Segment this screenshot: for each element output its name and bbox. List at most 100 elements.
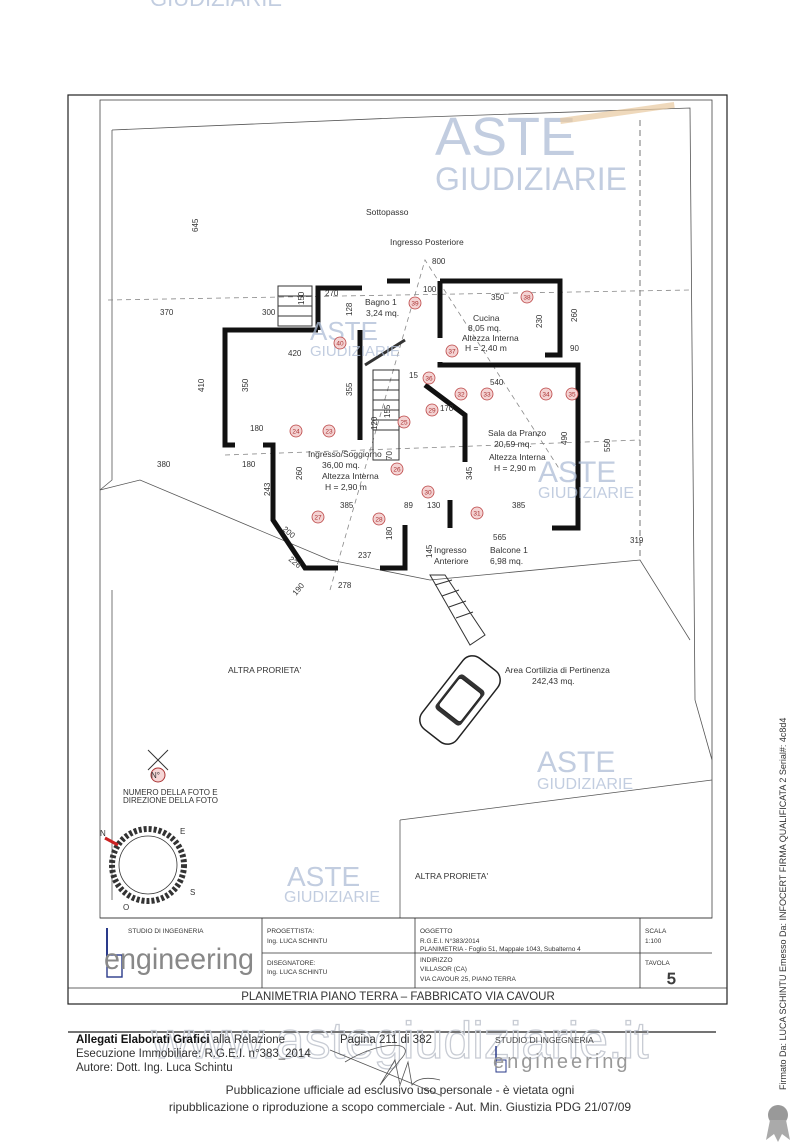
svg-text:Altezza Interna: Altezza Interna [462, 333, 519, 343]
svg-text:15: 15 [409, 371, 418, 380]
label-altra-proprieta-1: ALTRA PRORIETA' [228, 665, 301, 675]
photo-marker [480, 387, 494, 401]
svg-text:380: 380 [157, 460, 171, 469]
photo-marker [397, 415, 411, 429]
photo-legend: N° NUMERO DELLA FOTO E DIREZIONE DELLA F… [123, 749, 218, 805]
svg-text:226: 226 [287, 555, 303, 571]
label-sala-pranzo: Sala da Pranzo [488, 428, 546, 438]
svg-text:E: E [180, 827, 185, 836]
title-block-text: STUDIO DI INGEGNERIA engineering PROGETT… [104, 928, 676, 1003]
svg-text:5: 5 [667, 971, 676, 988]
svg-text:645: 645 [191, 218, 200, 232]
photo-marker-number: 29 [428, 408, 436, 415]
svg-text:260: 260 [570, 308, 579, 322]
title-block [68, 917, 727, 989]
svg-text:ASTE: ASTE [537, 746, 615, 779]
svg-text:O: O [123, 903, 129, 912]
svg-text:350: 350 [241, 378, 250, 392]
svg-text:1:100: 1:100 [645, 938, 662, 945]
svg-text:385: 385 [512, 501, 526, 510]
walls [222, 278, 581, 571]
photo-marker [372, 512, 386, 526]
photo-marker-number: 28 [375, 517, 383, 524]
compass-icon: N E S O [100, 826, 195, 912]
drawing-caption: PLANIMETRIA PIANO TERRA – FABBRICATO VIA… [241, 991, 555, 1003]
svg-text:130: 130 [427, 501, 441, 510]
watermark-small-3: ASTE GIUDIZIARIE [537, 746, 633, 793]
engineering-logo: engineering [104, 928, 254, 978]
svg-text:GIUDIZIARIE: GIUDIZIARIE [435, 161, 627, 197]
svg-text:H = 2,40 m: H = 2,40 m [465, 343, 507, 353]
photo-marker-number: 31 [473, 511, 481, 518]
svg-text:8,05 mq.: 8,05 mq. [468, 323, 501, 333]
svg-text:420: 420 [288, 349, 302, 358]
svg-text:36,00 mq.: 36,00 mq. [322, 460, 360, 470]
svg-text:GIUDIZIARIE: GIUDIZIARIE [537, 776, 633, 793]
svg-text:STUDIO DI INGEGNERIA: STUDIO DI INGEGNERIA [128, 928, 204, 935]
photo-marker [390, 462, 404, 476]
publication-notice-1: Pubblicazione ufficiale ad esclusivo uso… [225, 1083, 575, 1097]
svg-text:319: 319 [630, 536, 644, 545]
svg-text:355: 355 [345, 382, 354, 396]
label-sottopasso: Sottopasso [366, 207, 409, 217]
photo-marker [565, 387, 579, 401]
label-ingresso-posteriore: Ingresso Posteriore [390, 237, 464, 247]
watermark-top-cropped: GIUDIZIARIE [150, 0, 282, 11]
footer-studio-label: STUDIO DI INGEGNERIA [495, 1035, 594, 1045]
svg-text:180: 180 [250, 424, 264, 433]
label-altra-proprieta-2: ALTRA PRORIETA' [415, 871, 488, 881]
footer-info: Allegati Elaborati Grafici alla Relazion… [76, 1034, 311, 1074]
svg-text:PROGETTISTA:: PROGETTISTA: [267, 928, 314, 935]
stairs [277, 285, 486, 646]
svg-text:89: 89 [404, 501, 413, 510]
svg-text:70: 70 [385, 451, 394, 460]
photo-marker [322, 424, 336, 438]
svg-text:TAVOLA: TAVOLA [645, 960, 670, 967]
svg-text:ASTE: ASTE [287, 861, 360, 892]
photo-marker [421, 485, 435, 499]
sheet-frame [67, 94, 728, 1005]
svg-text:278: 278 [338, 581, 352, 590]
photo-marker [408, 296, 422, 310]
svg-text:540: 540 [490, 378, 504, 387]
svg-text:3,24 mq.: 3,24 mq. [366, 308, 399, 318]
svg-text:GIUDIZIARIE: GIUDIZIARIE [310, 343, 400, 360]
watermark-small-2: ASTE GIUDIZIARIE [538, 456, 634, 502]
svg-text:120: 120 [370, 416, 379, 430]
svg-text:190: 190 [291, 581, 307, 597]
label-soggiorno: Ingresso/Soggiorno [308, 449, 382, 459]
svg-text:Altezza Interna: Altezza Interna [489, 452, 546, 462]
digital-signature-note: Firmato Da: LUCA SCHINTU Emesso Da: INFO… [778, 717, 788, 1090]
signature [329, 1044, 441, 1096]
svg-text:800: 800 [432, 257, 446, 266]
svg-text:243: 243 [263, 482, 272, 496]
svg-text:128: 128 [345, 302, 354, 316]
label-balcone: Balcone 1 [490, 545, 528, 555]
svg-text:DIREZIONE DELLA FOTO: DIREZIONE DELLA FOTO [123, 796, 218, 805]
photo-marker-number: 24 [292, 429, 300, 436]
svg-text:20,59 mq.: 20,59 mq. [494, 439, 532, 449]
svg-text:Altezza Interna: Altezza Interna [322, 471, 379, 481]
svg-text:Anteriore: Anteriore [434, 556, 469, 566]
svg-text:engineering: engineering [104, 943, 254, 976]
svg-text:N°: N° [151, 771, 160, 780]
photo-marker-number: 37 [448, 349, 456, 356]
watermark-main: ASTE GIUDIZIARIE [435, 101, 675, 197]
photo-marker-number: 27 [314, 515, 322, 522]
svg-text:170: 170 [440, 404, 454, 413]
dimension-labels: 645 800 370 300 150 270 128 100 350 230 … [157, 218, 644, 597]
label-ingresso-anteriore: Ingresso [434, 545, 467, 555]
svg-text:INDIRIZZO: INDIRIZZO [420, 957, 453, 964]
svg-text:VIA CAVOUR 25, PIANO TERRA: VIA CAVOUR 25, PIANO TERRA [420, 976, 517, 983]
svg-text:385: 385 [340, 501, 354, 510]
photo-marker [539, 387, 553, 401]
svg-text:6,98 mq.: 6,98 mq. [490, 556, 523, 566]
svg-text:90: 90 [570, 344, 579, 353]
photo-marker-number: 38 [523, 295, 531, 302]
svg-text:150: 150 [297, 291, 306, 305]
watermark-small-1: ASTE GIUDIZIARIE [310, 316, 400, 360]
svg-text:GIUDIZIARIE: GIUDIZIARIE [538, 485, 634, 502]
photo-marker-number: 36 [425, 376, 433, 383]
